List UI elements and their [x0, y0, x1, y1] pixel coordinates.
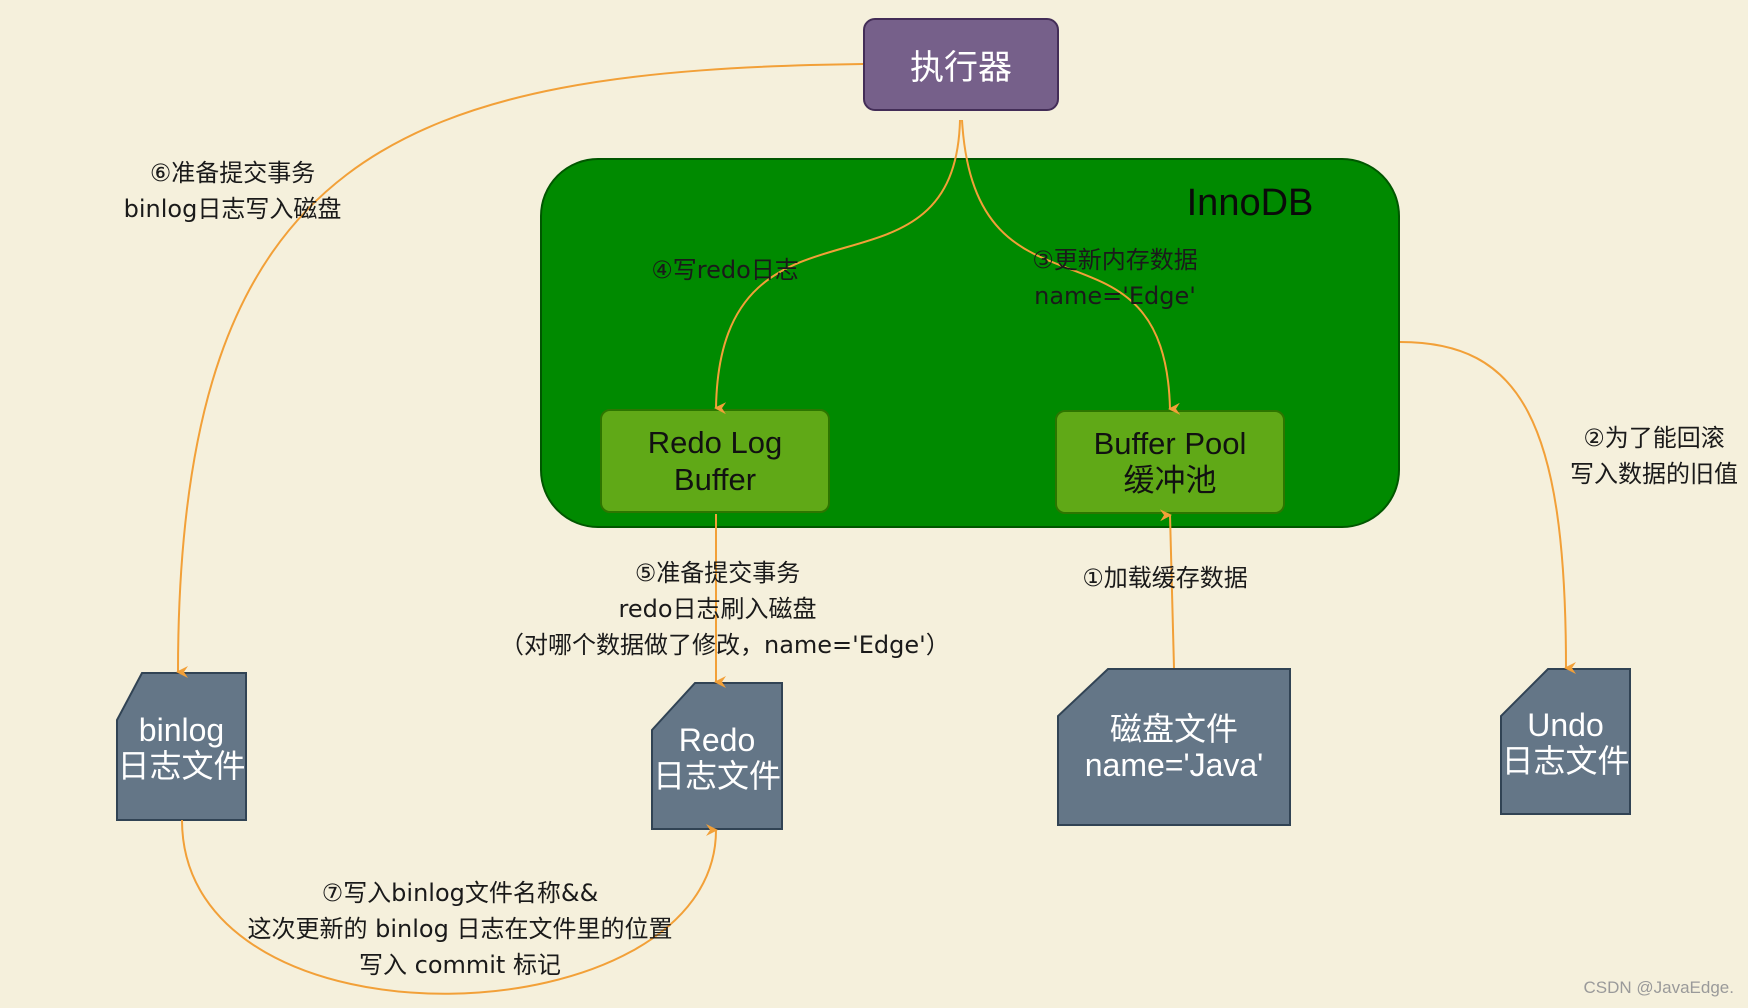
- step1-line1: ①加载缓存数据: [1082, 564, 1248, 592]
- binlog-file-line1: binlog: [138, 712, 225, 748]
- disk-file-label: 磁盘文件 name='Java': [1058, 711, 1290, 783]
- buffer-pool-line2: 缓冲池: [1123, 463, 1217, 498]
- step2-line1: ②为了能回滚: [1583, 424, 1725, 452]
- step5-label: ⑤准备提交事务 redo日志刷入磁盘 （对哪个数据做了修改，name='Edge…: [500, 555, 950, 663]
- step6-label: ⑥准备提交事务 binlog日志写入磁盘: [100, 155, 365, 227]
- executor-box: 执行器: [863, 18, 1059, 111]
- undo-file-line1: Undo: [1527, 707, 1604, 743]
- watermark: CSDN @JavaEdge.: [1583, 978, 1735, 997]
- step3-label: ③更新内存数据 name='Edge': [1005, 242, 1225, 314]
- disk-file-line1: 磁盘文件: [1109, 711, 1238, 747]
- step7-line3: 写入 commit 标记: [359, 951, 561, 979]
- binlog-file-label: binlog 日志文件: [117, 712, 246, 784]
- undo-file-shape: [1500, 668, 1631, 815]
- disk-file-line2: name='Java': [1084, 747, 1264, 783]
- step6-line2: binlog日志写入磁盘: [123, 195, 342, 223]
- buffer-pool-box: Buffer Pool 缓冲池: [1055, 410, 1285, 514]
- step6-line1: ⑥准备提交事务: [149, 159, 316, 187]
- step2-line2: 写入数据的旧值: [1570, 460, 1738, 488]
- redo-file-line1: Redo: [678, 722, 756, 758]
- binlog-file-line2: 日志文件: [117, 748, 246, 784]
- step4-label: ④写redo日志: [625, 252, 825, 288]
- step7-line2: 这次更新的 binlog 日志在文件里的位置: [247, 915, 673, 943]
- buffer-pool-line1: Buffer Pool: [1093, 426, 1247, 461]
- redo-log-buffer-line2: Buffer: [673, 462, 757, 497]
- redo-log-buffer-box: Redo Log Buffer: [600, 409, 830, 513]
- step5-line2: redo日志刷入磁盘: [618, 595, 817, 623]
- step3-line2: name='Edge': [1034, 282, 1196, 310]
- step1-label: ①加载缓存数据: [1060, 560, 1270, 596]
- step5-line1: ⑤准备提交事务: [634, 559, 801, 587]
- disk-file-shape: [1057, 668, 1291, 826]
- redo-log-buffer-line1: Redo Log: [647, 425, 783, 460]
- step7-label: ⑦写入binlog文件名称&& 这次更新的 binlog 日志在文件里的位置 写…: [230, 875, 690, 983]
- step7-line1: ⑦写入binlog文件名称&&: [321, 879, 599, 907]
- step2-label: ②为了能回滚 写入数据的旧值: [1560, 420, 1748, 492]
- innodb-title: InnoDB: [1186, 182, 1314, 224]
- redo-file-label: Redo 日志文件: [652, 722, 782, 794]
- step4-line1: ④写redo日志: [651, 256, 799, 284]
- undo-file-line2: 日志文件: [1501, 743, 1630, 779]
- step5-line3: （对哪个数据做了修改，name='Edge'）: [500, 631, 950, 659]
- undo-file-label: Undo 日志文件: [1501, 707, 1630, 779]
- redo-file-line2: 日志文件: [652, 758, 781, 794]
- step3-line1: ③更新内存数据: [1032, 246, 1198, 274]
- executor-label: 执行器: [910, 49, 1012, 87]
